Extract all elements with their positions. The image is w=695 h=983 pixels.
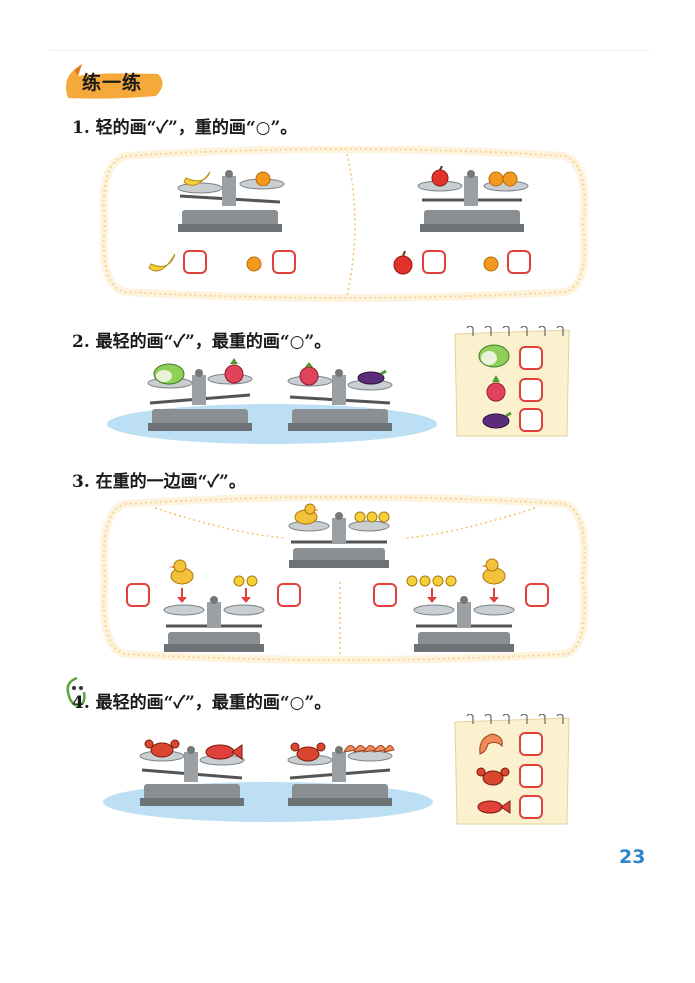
- crab-icon: [290, 742, 326, 762]
- apple-icon: [393, 250, 413, 275]
- question-2-text: 最轻的画“✓”，最重的画“○”。: [95, 332, 332, 352]
- orange-icon: [255, 171, 271, 186]
- duckling-icon: [354, 511, 390, 523]
- answer-box[interactable]: [519, 764, 543, 788]
- balance-scale-icon: [288, 512, 390, 568]
- crab-icon: [476, 767, 510, 786]
- radish-icon: [299, 362, 319, 386]
- question-3-number: 3.: [72, 472, 90, 492]
- fish-icon: [205, 744, 243, 760]
- question-4-number: 4.: [72, 693, 90, 713]
- balance-scale-icon: [413, 596, 515, 652]
- duckling-icon: [233, 575, 258, 587]
- question-2: 2. 最轻的画“✓”，最重的画“○”。: [72, 327, 331, 352]
- answer-box[interactable]: [519, 795, 543, 819]
- duck-icon: [169, 559, 194, 585]
- shrimp-icon: [343, 745, 395, 753]
- question-1-number: 1.: [72, 118, 90, 138]
- balance-scale-icon: [287, 746, 393, 806]
- shrimp-icon: [479, 733, 503, 755]
- answer-box[interactable]: [126, 583, 150, 607]
- header-pill-shape: [66, 64, 163, 99]
- down-arrow-icon: [241, 588, 251, 603]
- cartoon-mascot-icon: [66, 676, 86, 708]
- balance-scale-icon: [287, 369, 393, 431]
- question-4: 4. 最轻的画“✓”，最重的画“○”。: [72, 688, 331, 713]
- note-card: [454, 326, 570, 437]
- eggplant-icon: [482, 411, 512, 429]
- section-title: 练一练: [82, 72, 143, 94]
- duck-icon: [294, 503, 319, 525]
- orange-icon: [488, 171, 518, 187]
- question-1: 1. 轻的画“✓”，重的画“○”。: [72, 113, 297, 138]
- orange-icon: [483, 256, 499, 272]
- answer-box[interactable]: [183, 250, 207, 274]
- answer-box[interactable]: [272, 250, 296, 274]
- cabbage-icon: [478, 344, 510, 368]
- cabbage-icon: [153, 363, 185, 385]
- note-card: [454, 714, 570, 825]
- balance-scale-icon: [417, 170, 529, 232]
- banana-icon: [183, 171, 211, 186]
- down-arrow-icon: [489, 588, 499, 603]
- radish-icon: [486, 375, 506, 402]
- orange-icon: [246, 256, 262, 272]
- answer-box[interactable]: [373, 583, 397, 607]
- apple-icon: [431, 166, 449, 187]
- top-rule: [50, 50, 650, 51]
- question-2-number: 2.: [72, 332, 90, 352]
- question-3: 3. 在重的一边画“✓”。: [72, 467, 246, 492]
- crab-icon: [144, 739, 180, 758]
- down-arrow-icon: [427, 588, 437, 603]
- answer-box[interactable]: [422, 250, 446, 274]
- question-1-frame: [99, 146, 589, 302]
- answer-box[interactable]: [519, 346, 543, 370]
- answer-box[interactable]: [525, 583, 549, 607]
- answer-box[interactable]: [519, 378, 543, 402]
- page-number: 23: [619, 846, 646, 868]
- question-1-text: 轻的画“✓”，重的画“○”。: [95, 118, 298, 138]
- question-3-text: 在重的一边画“✓”。: [95, 472, 246, 492]
- question-3-frame: [99, 494, 589, 664]
- answer-box[interactable]: [277, 583, 301, 607]
- balance-scale-icon: [163, 596, 265, 652]
- duckling-icon: [406, 575, 457, 587]
- down-arrow-icon: [177, 588, 187, 603]
- question-4-text: 最轻的画“✓”，最重的画“○”。: [95, 693, 332, 713]
- duck-icon: [481, 558, 506, 585]
- answer-box[interactable]: [519, 732, 543, 756]
- section-header: 练一练: [60, 62, 163, 99]
- answer-box[interactable]: [507, 250, 531, 274]
- banana-icon: [148, 253, 176, 272]
- fish-icon: [477, 800, 511, 814]
- radish-icon: [224, 358, 244, 384]
- eggplant-icon: [357, 369, 387, 385]
- answer-box[interactable]: [519, 408, 543, 432]
